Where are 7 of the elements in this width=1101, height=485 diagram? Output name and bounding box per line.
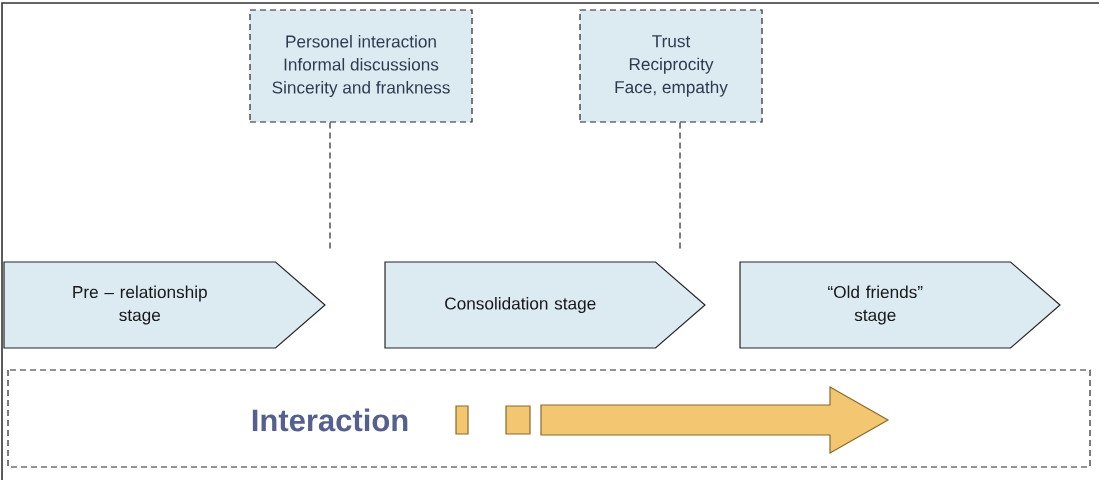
- stage-box: “Old friends” stage: [739, 261, 1061, 349]
- factor-box: Personel interaction Informal discussions Sincerity and frankness: [249, 9, 473, 123]
- interaction-band: Interaction: [7, 369, 1091, 468]
- stage-box: Consolidation stage: [384, 261, 706, 349]
- factor-box: Trust Reciprocity Face, empathy: [579, 9, 763, 123]
- stage-box: Pre – relationship stage: [3, 261, 326, 349]
- connector-line: [329, 122, 331, 252]
